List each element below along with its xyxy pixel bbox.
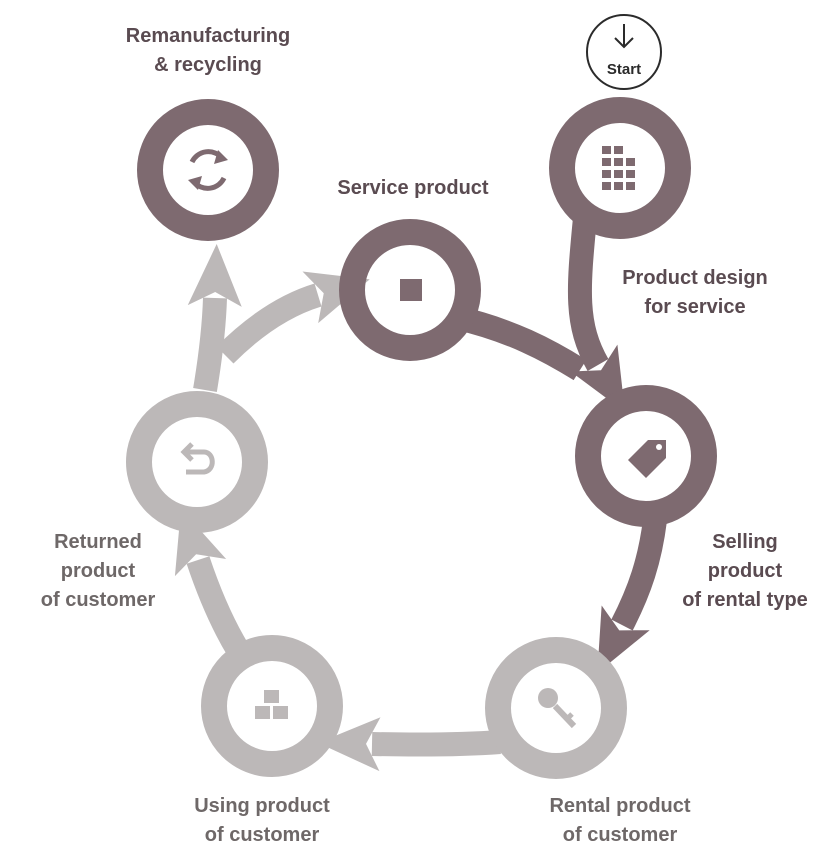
node-product-design (549, 97, 691, 239)
node-selling (575, 385, 717, 527)
key-icon (538, 688, 577, 729)
flow-arrow-rental-to-using (318, 717, 501, 772)
start-label: Start (607, 61, 641, 78)
square-icon (400, 279, 422, 301)
flow-arrow-selling-to-rental (597, 518, 667, 674)
price-tag-icon (628, 440, 666, 478)
recycle-icon (188, 149, 228, 191)
return-icon (180, 442, 215, 475)
boxes-icon (255, 690, 288, 719)
flow-arrow-using-to-returned (174, 508, 249, 657)
node-remanufacturing (137, 99, 279, 241)
flow-arrows (174, 216, 667, 772)
label-remanufacturing: Remanufacturing & recycling (125, 25, 291, 76)
flow-arrow-returned-to-service (216, 271, 370, 364)
label-selling: Selling product of rental type (682, 531, 808, 611)
building-icon (602, 146, 635, 190)
start-badge: Start (586, 14, 662, 90)
label-service: Service product (337, 177, 489, 199)
node-service (339, 219, 481, 361)
node-rental (485, 637, 627, 779)
flow-arrow-returned-to-remanufacturing (187, 244, 242, 392)
label-rental: Rental product of customer (549, 795, 691, 846)
flow-arrow-service-to-selling (455, 306, 587, 381)
flow-arrow-design-to-selling (567, 216, 625, 412)
node-returned (126, 391, 268, 533)
node-using (201, 635, 343, 777)
label-returned: Returned product of customer (40, 531, 156, 611)
label-using: Using product of customer (194, 795, 330, 846)
arrow-down-icon (614, 24, 634, 49)
label-product-design: Product design for service (622, 267, 768, 318)
